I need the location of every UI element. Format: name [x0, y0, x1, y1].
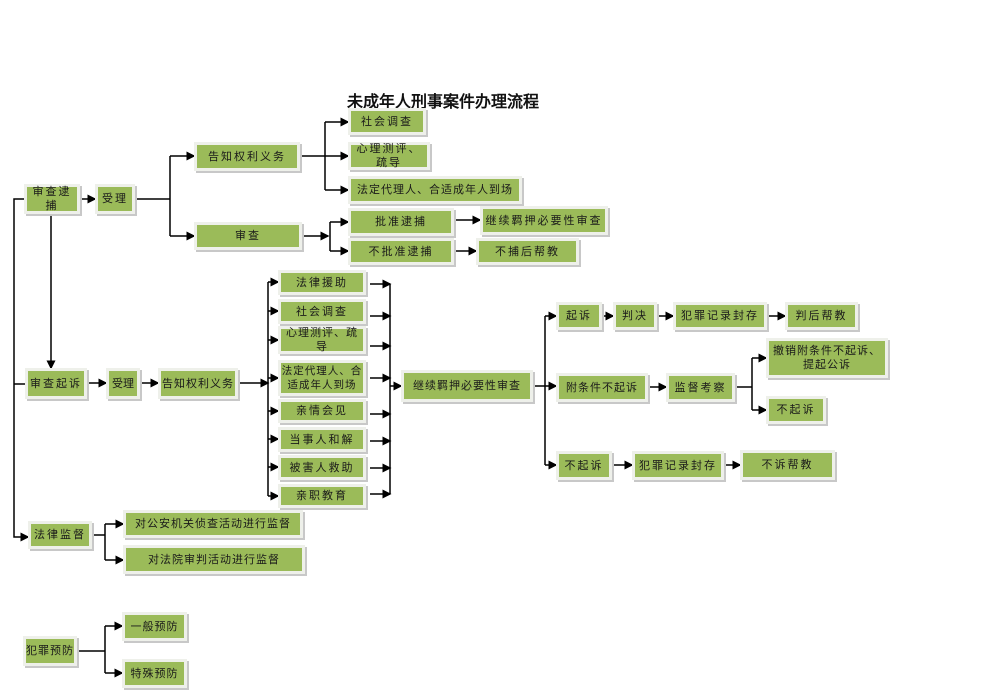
- node-supervise-police[interactable]: 对公安机关侦查活动进行监督: [123, 510, 303, 538]
- node-continue-detention-2[interactable]: 继续羁押必要性审查: [401, 370, 533, 402]
- node-supervision[interactable]: 监督考察: [666, 373, 735, 402]
- node-psych[interactable]: 心理测评、疏导: [348, 142, 430, 170]
- node-conditional-nonprosecution[interactable]: 附条件不起诉: [556, 373, 648, 402]
- node-continue-detention-1[interactable]: 继续羁押必要性审查: [480, 206, 608, 235]
- node-crime-prevention[interactable]: 犯罪预防: [23, 636, 77, 666]
- node-prosecution-accept[interactable]: 受理: [106, 368, 140, 399]
- node-measure-reconciliation[interactable]: 当事人和解: [278, 427, 366, 452]
- node-nonprosecution-help[interactable]: 不诉帮教: [740, 450, 835, 480]
- node-prosecution-inform[interactable]: 告知权利义务: [158, 368, 238, 399]
- page-title: 未成年人刑事案件办理流程: [347, 92, 540, 111]
- node-social-investigation[interactable]: 社会调查: [348, 108, 426, 135]
- node-special-prevention[interactable]: 特殊预防: [122, 659, 187, 688]
- node-measure-social-investigation[interactable]: 社会调查: [278, 299, 366, 324]
- node-legal-supervision[interactable]: 法律监督: [28, 521, 92, 549]
- node-nonprosecution-result[interactable]: 不起诉: [766, 396, 826, 424]
- node-supervise-court[interactable]: 对法院审判活动进行监督: [123, 545, 305, 574]
- node-post-nonarrest-help[interactable]: 不捕后帮教: [476, 238, 579, 265]
- node-arrest-inform[interactable]: 告知权利义务: [194, 142, 300, 171]
- node-measure-parent-education[interactable]: 亲职教育: [278, 484, 366, 508]
- node-nonprosecution[interactable]: 不起诉: [556, 451, 612, 480]
- node-measure-psych[interactable]: 心理测评、疏导: [278, 326, 366, 354]
- node-prosecution-review[interactable]: 审查起诉: [25, 368, 87, 399]
- node-guardian[interactable]: 法定代理人、合适成年人到场: [348, 176, 522, 204]
- node-measure-legal-aid[interactable]: 法律援助: [278, 270, 366, 295]
- node-record-seal[interactable]: 犯罪记录封存: [673, 302, 767, 330]
- node-post-judgment-help[interactable]: 判后帮教: [785, 302, 858, 330]
- connector-arrow: [13, 198, 30, 542]
- node-revoke-prosecute[interactable]: 撤销附条件不起诉、提起公诉: [766, 338, 888, 378]
- node-arrest-review-step[interactable]: 审查: [194, 222, 302, 250]
- node-measure-guardian[interactable]: 法定代理人、合适成年人到场: [278, 360, 366, 396]
- node-not-approve[interactable]: 不批准逮捕: [348, 238, 454, 265]
- node-arrest-review[interactable]: 审查逮捕: [24, 184, 80, 214]
- node-approve-arrest[interactable]: 批准逮捕: [348, 208, 454, 236]
- node-prosecute[interactable]: 起诉: [556, 302, 602, 330]
- node-measure-victim-aid[interactable]: 被害人救助: [278, 455, 366, 480]
- node-judgment[interactable]: 判决: [613, 302, 657, 330]
- node-record-seal-2[interactable]: 犯罪记录封存: [632, 451, 724, 480]
- node-measure-family-visit[interactable]: 亲情会见: [278, 399, 366, 423]
- node-arrest-accept[interactable]: 受理: [95, 184, 135, 214]
- node-general-prevention[interactable]: 一般预防: [122, 612, 187, 641]
